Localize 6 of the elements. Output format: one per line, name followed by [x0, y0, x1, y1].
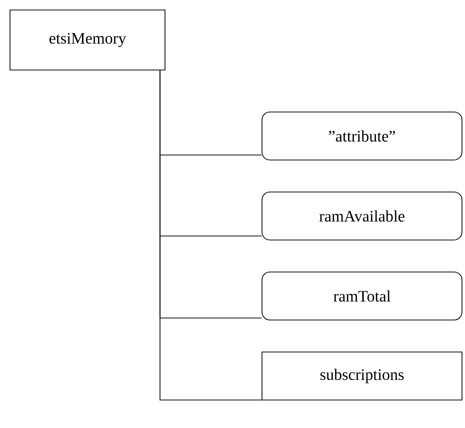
rounded-box: ramTotal — [262, 272, 462, 320]
box: subscriptions — [262, 352, 462, 400]
rounded-box: ”attribute” — [262, 112, 462, 160]
root-box: etsiMemory — [10, 10, 166, 70]
rounded-box: ramAvailable — [262, 192, 462, 240]
connector-line — [160, 70, 262, 400]
